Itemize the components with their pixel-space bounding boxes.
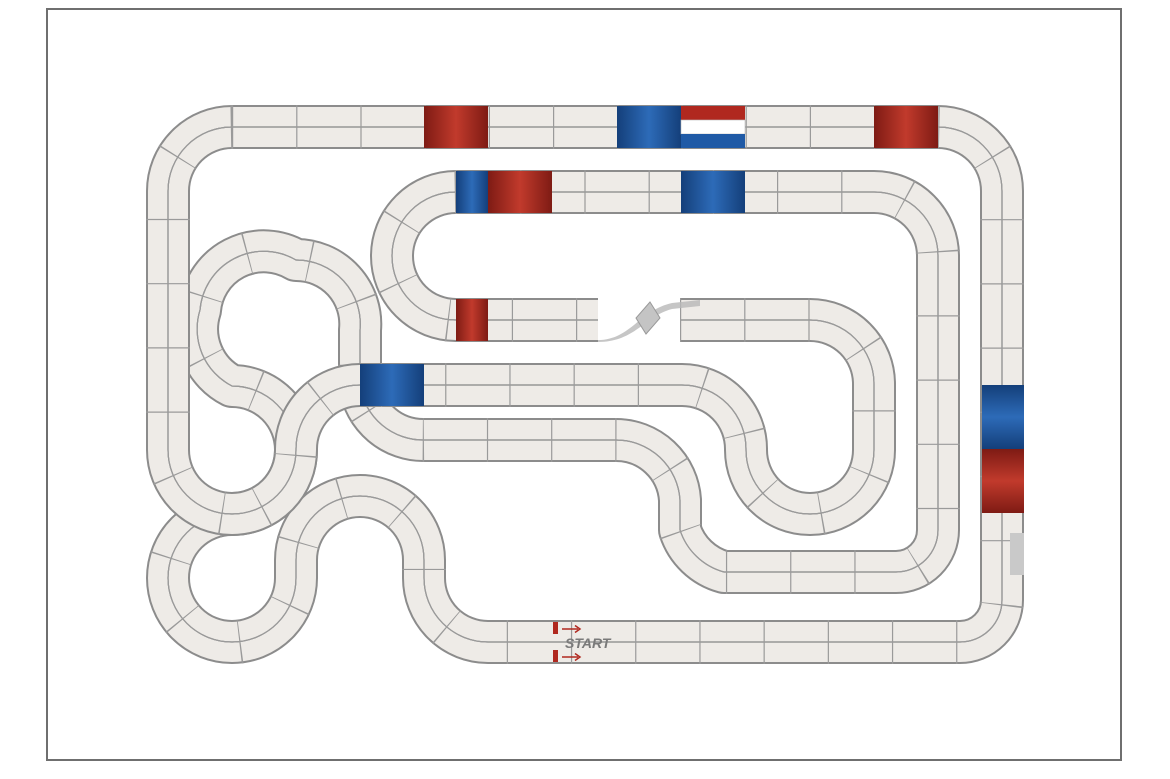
colored-pieces bbox=[360, 106, 1024, 513]
track-end-stub bbox=[1010, 533, 1024, 575]
blue-straight-piece bbox=[360, 364, 424, 406]
track-lane-line bbox=[231, 319, 875, 515]
start-label: START bbox=[565, 635, 612, 651]
start-marker: START bbox=[553, 622, 612, 662]
track-sections bbox=[145, 105, 1024, 664]
start-arrow-icon bbox=[562, 624, 582, 634]
crossover-icon bbox=[598, 300, 700, 342]
start-arrow-icon bbox=[562, 652, 582, 662]
start-line-top bbox=[553, 622, 558, 634]
red-straight-piece bbox=[874, 106, 938, 148]
blue-straight-piece bbox=[982, 385, 1024, 449]
track-lane-line bbox=[167, 126, 233, 515]
blue-straight-piece bbox=[456, 171, 488, 213]
track-lane-line bbox=[359, 191, 939, 573]
red-straight-piece bbox=[982, 449, 1024, 513]
red-straight-piece bbox=[488, 171, 552, 213]
track-lane-line bbox=[391, 191, 598, 321]
track-lane-line bbox=[167, 126, 1003, 643]
start-line-bottom bbox=[553, 650, 558, 662]
flag-straight-piece bbox=[680, 106, 746, 148]
red-straight-piece bbox=[456, 299, 488, 341]
blue-straight-piece bbox=[617, 106, 681, 148]
red-straight-piece bbox=[424, 106, 488, 148]
blue-straight-piece bbox=[681, 171, 745, 213]
